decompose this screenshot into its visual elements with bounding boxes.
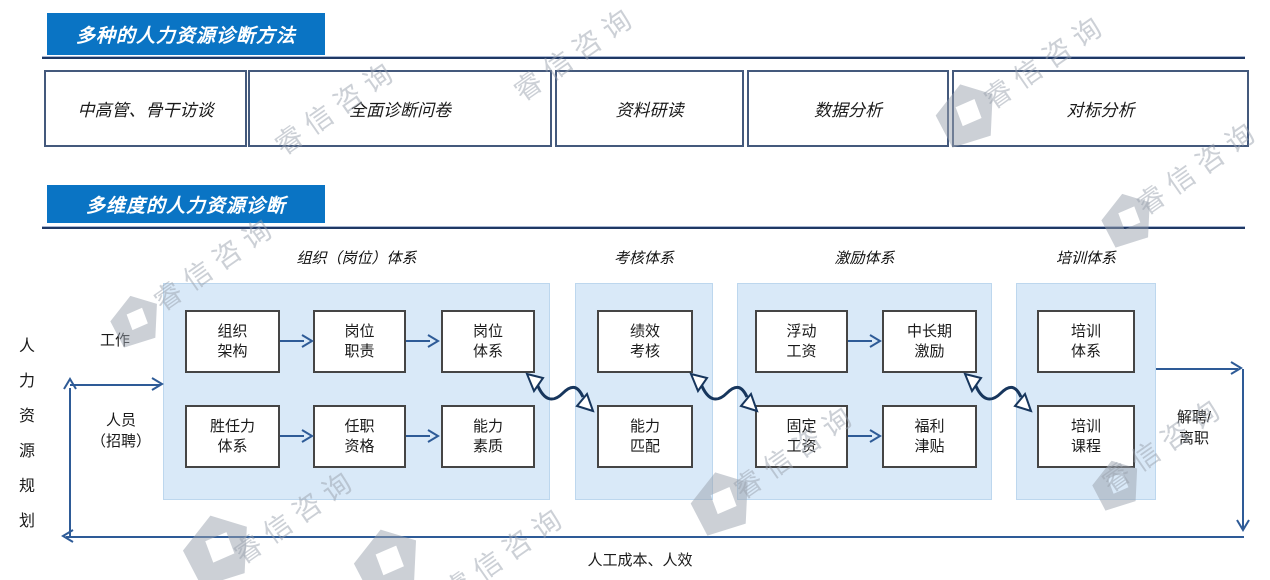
panel-title-incentive: 激励体系 bbox=[834, 250, 895, 267]
right-arrow-icon bbox=[848, 429, 882, 449]
node-qualification: 任职 资格 bbox=[313, 405, 406, 468]
panel-title-training: 培训体系 bbox=[1055, 250, 1116, 267]
method-box-interviews: 中高管、骨干访谈 bbox=[44, 70, 247, 147]
right-arrow-icon bbox=[406, 334, 440, 354]
right-arrow-icon bbox=[280, 334, 314, 354]
node-longterm-incentive: 中长期 激励 bbox=[882, 310, 977, 373]
s-curve-double-arrow-icon bbox=[960, 370, 1036, 421]
node-training-course: 培训 课程 bbox=[1037, 405, 1135, 468]
watermark-logo-icon bbox=[344, 521, 432, 580]
method-box-questionnaire: 全面诊断问卷 bbox=[248, 70, 552, 147]
watermark-logo-icon bbox=[173, 507, 263, 580]
work-label: 工作 bbox=[99, 332, 130, 349]
s-curve-double-arrow-icon bbox=[522, 370, 598, 421]
flow-line bbox=[69, 388, 71, 537]
right-arrowhead-icon bbox=[150, 376, 164, 392]
left-arrowhead-icon bbox=[61, 528, 75, 544]
flow-line bbox=[70, 384, 160, 386]
flow-line bbox=[1156, 368, 1238, 370]
node-org-structure: 组织 架构 bbox=[185, 310, 280, 373]
right-arrowhead-icon bbox=[1229, 360, 1243, 376]
flow-line bbox=[1242, 369, 1244, 529]
method-box-data-analysis: 数据分析 bbox=[747, 70, 949, 147]
flow-line bbox=[66, 536, 1244, 538]
node-floating-salary: 浮动 工资 bbox=[755, 310, 848, 373]
node-job-system: 岗位 体系 bbox=[441, 310, 535, 373]
panel-title-org: 组织（岗位）体系 bbox=[296, 250, 417, 267]
right-arrow-icon bbox=[848, 334, 882, 354]
node-competency-system: 胜任力 体系 bbox=[185, 405, 280, 468]
node-fixed-salary: 固定 工资 bbox=[755, 405, 848, 468]
exit-label: 解聘/ 离职 bbox=[1176, 409, 1212, 447]
node-training-system: 培训 体系 bbox=[1037, 310, 1135, 373]
up-arrowhead-icon bbox=[62, 377, 78, 391]
section-title-methods: 多种的人力资源诊断方法 bbox=[47, 13, 325, 55]
method-box-benchmarking: 对标分析 bbox=[952, 70, 1249, 147]
right-arrow-icon bbox=[280, 429, 314, 449]
people-recruit-label: 人员 （招聘） bbox=[90, 412, 151, 450]
panel-title-appraisal: 考核体系 bbox=[613, 250, 674, 267]
down-arrowhead-icon bbox=[1235, 518, 1251, 532]
right-arrow-icon bbox=[406, 429, 440, 449]
node-performance-appraisal: 绩效 考核 bbox=[597, 310, 693, 373]
title-rule bbox=[42, 226, 1245, 229]
node-ability-quality: 能力 素质 bbox=[441, 405, 535, 468]
node-welfare-allowance: 福利 津贴 bbox=[882, 405, 977, 468]
node-ability-match: 能力 匹配 bbox=[597, 405, 693, 468]
method-box-document-review: 资料研读 bbox=[555, 70, 744, 147]
s-curve-double-arrow-icon bbox=[686, 370, 762, 421]
left-axis-label: 人 力 资 源 规 划 bbox=[18, 338, 35, 530]
section-title-diagnosis: 多维度的人力资源诊断 bbox=[47, 185, 325, 223]
bottom-cost-label: 人工成本、人效 bbox=[587, 552, 693, 569]
node-job-duty: 岗位 职责 bbox=[313, 310, 406, 373]
title-rule bbox=[42, 56, 1245, 59]
